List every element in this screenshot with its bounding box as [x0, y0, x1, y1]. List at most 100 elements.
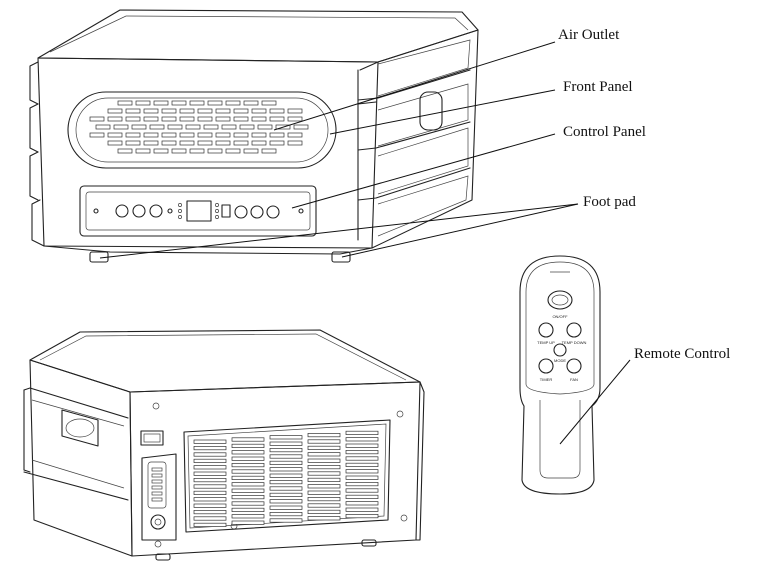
- intake-slot: [345, 462, 379, 467]
- outlet-slot: [233, 140, 249, 146]
- intake-slot: [269, 454, 303, 459]
- outlet-slot: [149, 124, 165, 130]
- intake-slot: [345, 475, 379, 480]
- outlet-slot: [269, 140, 285, 146]
- outlet-slot: [107, 140, 123, 146]
- remote-power-label: ON/OFF: [552, 314, 568, 319]
- remote-fan-button: [566, 358, 582, 374]
- intake-slot: [269, 460, 303, 465]
- outlet-slot: [243, 100, 259, 106]
- intake-slot: [307, 490, 341, 495]
- intake-slot: [193, 446, 227, 451]
- outlet-slot: [171, 148, 187, 154]
- outlet-slot: [167, 124, 183, 130]
- intake-slot: [231, 450, 265, 455]
- heater-front-view: [29, 9, 479, 263]
- outlet-slot: [107, 132, 123, 138]
- intake-slot: [193, 439, 227, 444]
- outlet-slot: [215, 132, 231, 138]
- intake-slot: [193, 497, 227, 502]
- outlet-slot: [107, 116, 123, 122]
- outlet-slot: [233, 132, 249, 138]
- intake-slot: [345, 430, 379, 435]
- air-outlet-grille: [89, 100, 309, 154]
- intake-slot: [345, 443, 379, 448]
- intake-slot: [231, 501, 265, 506]
- outlet-slot: [125, 116, 141, 122]
- outlet-slot: [269, 116, 285, 122]
- outlet-slot: [153, 148, 169, 154]
- outlet-slot: [251, 140, 267, 146]
- outlet-slot: [233, 108, 249, 114]
- intake-slot: [307, 445, 341, 450]
- outlet-slot: [95, 124, 111, 130]
- intake-slot: [231, 469, 265, 474]
- intake-slot: [269, 518, 303, 523]
- outlet-slot: [179, 108, 195, 114]
- intake-slot: [269, 512, 303, 517]
- intake-slot: [307, 433, 341, 438]
- outlet-slot: [197, 140, 213, 146]
- intake-slot: [307, 465, 341, 470]
- outlet-slot: [131, 124, 147, 130]
- outlet-slot: [135, 100, 151, 106]
- intake-slot: [193, 503, 227, 508]
- outlet-slot: [143, 140, 159, 146]
- outlet-slot: [179, 132, 195, 138]
- rear-air-intake-grille: [193, 430, 379, 527]
- outlet-slot: [287, 140, 303, 146]
- intake-slot: [231, 475, 265, 480]
- outlet-slot: [221, 124, 237, 130]
- intake-slot: [345, 482, 379, 487]
- intake-slot: [231, 488, 265, 493]
- intake-slot: [269, 486, 303, 491]
- outlet-slot: [269, 108, 285, 114]
- outlet-slot: [203, 124, 219, 130]
- intake-slot: [193, 490, 227, 495]
- intake-slot: [193, 465, 227, 470]
- remote-control-drawing: ON/OFF TEMP UP TEMP DOWN MODE TIMER FAN: [519, 255, 601, 495]
- outlet-slot: [257, 124, 273, 130]
- intake-slot: [193, 510, 227, 515]
- outlet-slot: [125, 132, 141, 138]
- remote-timer-button: [538, 358, 554, 374]
- outlet-slot: [185, 124, 201, 130]
- intake-slot: [231, 495, 265, 500]
- remote-fan-label: FAN: [570, 377, 578, 382]
- outlet-slot: [215, 140, 231, 146]
- intake-slot: [193, 522, 227, 527]
- intake-slot: [269, 435, 303, 440]
- outlet-slot: [143, 116, 159, 122]
- intake-slot: [231, 507, 265, 512]
- intake-slot: [269, 448, 303, 453]
- intake-slot: [231, 443, 265, 448]
- intake-slot: [307, 477, 341, 482]
- intake-slot: [345, 488, 379, 493]
- outlet-slot: [197, 116, 213, 122]
- outlet-slot: [161, 108, 177, 114]
- outlet-slot: [197, 108, 213, 114]
- outlet-slot: [261, 148, 277, 154]
- intake-slot: [231, 463, 265, 468]
- leader-front-panel: [329, 89, 556, 135]
- remote-power-button: [547, 290, 573, 310]
- remote-mode-label: MODE: [554, 358, 566, 363]
- leader-control-panel: [291, 133, 556, 209]
- remote-temp-up-label: TEMP UP: [537, 340, 555, 345]
- outlet-slot: [215, 116, 231, 122]
- intake-slot: [345, 507, 379, 512]
- intake-slot: [307, 503, 341, 508]
- intake-slot: [193, 478, 227, 483]
- outlet-slot: [107, 108, 123, 114]
- outlet-slot: [239, 124, 255, 130]
- power-switch: [140, 430, 164, 446]
- intake-slot: [269, 480, 303, 485]
- heater-rear-view: [23, 329, 425, 561]
- outlet-slot: [113, 124, 129, 130]
- plug-connector: [151, 467, 163, 502]
- intake-slot: [269, 505, 303, 510]
- intake-slot: [269, 467, 303, 472]
- outlet-slot: [287, 116, 303, 122]
- intake-slot: [193, 452, 227, 457]
